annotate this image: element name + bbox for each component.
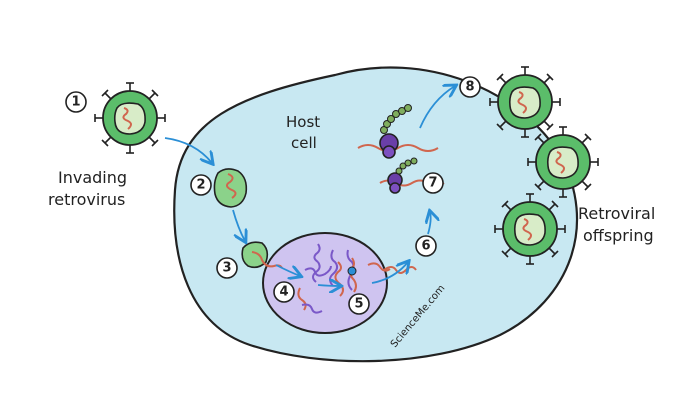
step-marker-5: 5 [348,293,370,315]
integrase-icon [347,266,357,276]
label-offspring-line1: Retroviral [578,204,655,223]
svg-text:7: 7 [428,176,437,191]
step-marker-4: 4 [273,281,295,303]
label-invading-line1: Invading [58,168,127,187]
svg-text:5: 5 [354,297,363,312]
offspring-virus-icon [489,66,561,138]
offspring-virus-icon [494,193,566,265]
step-marker-7: 7 [422,172,444,194]
label-host-line1: Host [286,113,320,131]
invading-virus-icon [94,82,166,154]
translating-ribosome-icon [357,104,439,159]
svg-text:6: 6 [421,239,430,254]
step-marker-1: 1 [65,91,87,113]
svg-text:4: 4 [279,285,288,300]
step-marker-8: 8 [459,76,481,98]
flow-arrows [164,86,455,286]
svg-text:2: 2 [196,178,205,193]
step-markers: 1 2 3 4 5 6 7 8 [65,76,481,315]
label-offspring-line2: offspring [583,226,654,245]
reverse-transcription-strands [297,243,391,314]
label-invading-line2: retrovirus [48,190,125,209]
step-marker-6: 6 [415,235,437,257]
label-host-line2: cell [291,134,317,152]
svg-text:8: 8 [465,80,474,95]
offspring-virus-icon [527,126,599,198]
step-marker-3: 3 [216,257,238,279]
step-marker-2: 2 [190,174,212,196]
uncoating-capsid-icon [213,168,248,208]
translating-ribosome-icon [379,157,445,194]
svg-text:3: 3 [222,261,231,276]
svg-text:1: 1 [71,95,80,110]
